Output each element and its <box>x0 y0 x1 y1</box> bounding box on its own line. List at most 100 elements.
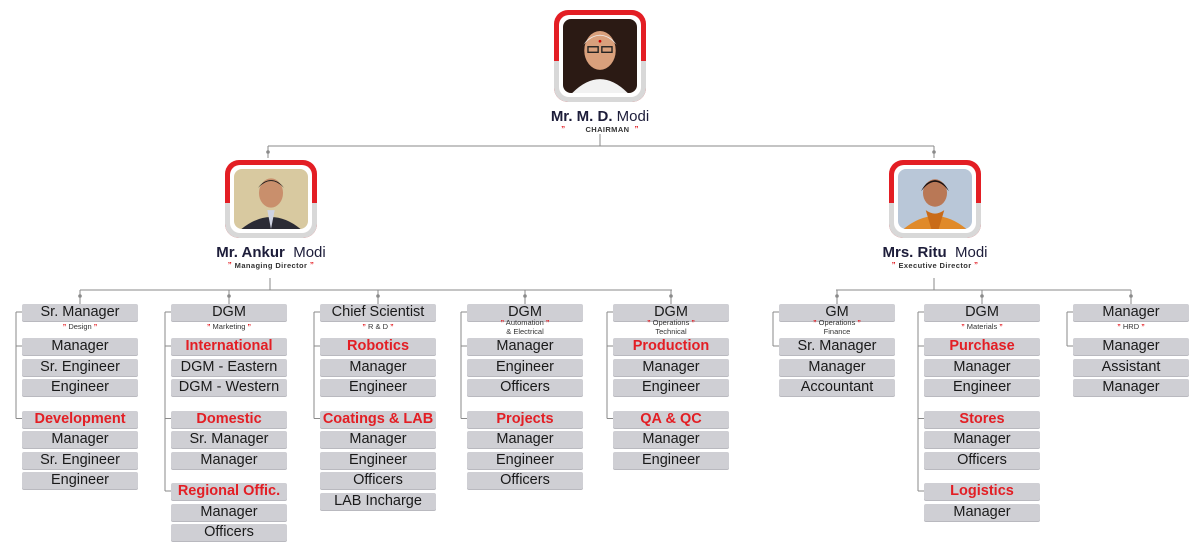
executive-director-card: Mrs. Ritu Modi ” Executive Director ” <box>875 160 995 270</box>
position-box: Engineer <box>22 379 138 396</box>
connector-dot <box>523 294 527 298</box>
chairman-photo-frame <box>554 10 646 102</box>
connector-dot <box>266 150 270 154</box>
column-subtitle: ” R & D ” <box>320 323 436 332</box>
connector-dot <box>78 294 82 298</box>
position-box: Officers <box>171 524 287 541</box>
executive-director-role: ” Executive Director ” <box>891 261 979 270</box>
column-subtitle-text: Marketing <box>210 322 248 331</box>
executive-director-photo <box>898 169 972 229</box>
column-subtitle-text: Automation <box>504 318 546 327</box>
group-heading: Purchase <box>924 338 1040 355</box>
position-box: Manager <box>613 358 729 376</box>
managing-director-role: ” Managing Director ” <box>227 261 315 270</box>
group-heading: Robotics <box>320 338 436 355</box>
column-subtitle-text: Operations <box>650 318 692 327</box>
column-subtitle-text: Materials <box>964 322 1000 331</box>
position-box: Officers <box>924 451 1040 469</box>
executive-director-photo-frame <box>889 160 981 238</box>
quote-mark: ” <box>62 324 67 331</box>
position-box: Assistant <box>1073 358 1189 376</box>
position-box: Accountant <box>779 379 895 396</box>
column-title: GM <box>779 304 895 321</box>
managing-director-photo-frame <box>225 160 317 238</box>
group-heading: Stores <box>924 410 1040 428</box>
chairman-card: Mr. M. D. Modi ” CHAIRMAN ” <box>540 10 660 134</box>
position-box: DGM - Western <box>171 379 287 396</box>
quote-mark: ” <box>247 324 252 331</box>
group-heading: Regional Offic. <box>171 483 287 500</box>
position-box: Officers <box>320 472 436 489</box>
column-subtitle: ” HRD ” <box>1073 323 1189 332</box>
connector-dot <box>227 294 231 298</box>
column-title: DGM <box>924 304 1040 321</box>
position-box: Manager <box>924 503 1040 521</box>
group-heading: Logistics <box>924 483 1040 500</box>
column-title: DGM <box>613 304 729 321</box>
group-heading: Development <box>22 410 138 428</box>
position-box: Engineer <box>613 451 729 469</box>
position-box: Engineer <box>320 379 436 396</box>
column-subtitle-text: HRD <box>1120 322 1142 331</box>
column-subtitle: ” Automation ” & Electrical <box>467 319 583 336</box>
column-subtitle-text: & Electrical <box>506 327 544 336</box>
position-box: Manager <box>779 358 895 376</box>
column-title: Manager <box>1073 304 1189 321</box>
position-box: Manager <box>171 503 287 521</box>
group-heading: International <box>171 338 287 355</box>
position-box: Manager <box>22 338 138 355</box>
group-heading: QA & QC <box>613 410 729 428</box>
quote-mark: ” <box>857 320 861 327</box>
chairman-name: Mr. M. D. Modi <box>550 108 650 125</box>
position-box: Manager <box>320 431 436 448</box>
quote-mark: ” <box>1117 324 1121 331</box>
quote-mark: ” <box>545 320 550 327</box>
position-box: Engineer <box>22 472 138 489</box>
column-subtitle: ” Design ” <box>22 323 138 332</box>
position-box: Engineer <box>924 379 1040 396</box>
position-box: Sr. Engineer <box>22 451 138 469</box>
position-box: Sr. Manager <box>779 338 895 355</box>
chairman-role: ” CHAIRMAN ” <box>561 125 639 134</box>
position-box: Manager <box>613 431 729 448</box>
position-box: LAB Incharge <box>320 492 436 510</box>
quote-mark: ” <box>500 320 505 327</box>
position-box: Manager <box>171 451 287 469</box>
quote-mark: ” <box>1141 324 1145 331</box>
quote-mark: ” <box>390 324 394 331</box>
position-box: Manager <box>924 431 1040 448</box>
quote-mark: ” <box>647 320 651 327</box>
quote-mark: ” <box>813 320 817 327</box>
column-subtitle: ” Operations ” Finance <box>779 319 895 336</box>
connector-dot <box>376 294 380 298</box>
group-heading: Coatings & LAB <box>320 410 436 428</box>
column-subtitle-text: Technical <box>655 327 687 336</box>
position-box: Manager <box>467 338 583 355</box>
quote-mark: ” <box>961 324 965 331</box>
position-box: Engineer <box>320 451 436 469</box>
position-box: Engineer <box>613 379 729 396</box>
column-subtitle: ” Operations ” Technical <box>613 319 729 336</box>
managing-director-card: Mr. Ankur Modi ” Managing Director ” <box>211 160 331 270</box>
position-box: Manager <box>467 431 583 448</box>
column-subtitle-text: R & D <box>365 322 391 331</box>
column-title: Chief Scientist <box>320 304 436 321</box>
position-box: Manager <box>924 358 1040 376</box>
column-subtitle: ” Marketing ” <box>171 323 287 332</box>
column-title: DGM <box>171 304 287 321</box>
connector-dot <box>835 294 839 298</box>
quote-mark: ” <box>691 320 695 327</box>
position-box: Manager <box>320 358 436 376</box>
position-box: Officers <box>467 472 583 489</box>
position-box: Manager <box>1073 338 1189 355</box>
position-box: Engineer <box>467 358 583 376</box>
quote-mark: ” <box>999 324 1003 331</box>
position-box: Sr. Engineer <box>22 358 138 376</box>
position-box: Sr. Manager <box>171 431 287 448</box>
column-title: Sr. Manager <box>22 304 138 321</box>
group-heading: Domestic <box>171 410 287 428</box>
position-box: Manager <box>1073 379 1189 396</box>
managing-director-name: Mr. Ankur Modi <box>216 244 326 261</box>
